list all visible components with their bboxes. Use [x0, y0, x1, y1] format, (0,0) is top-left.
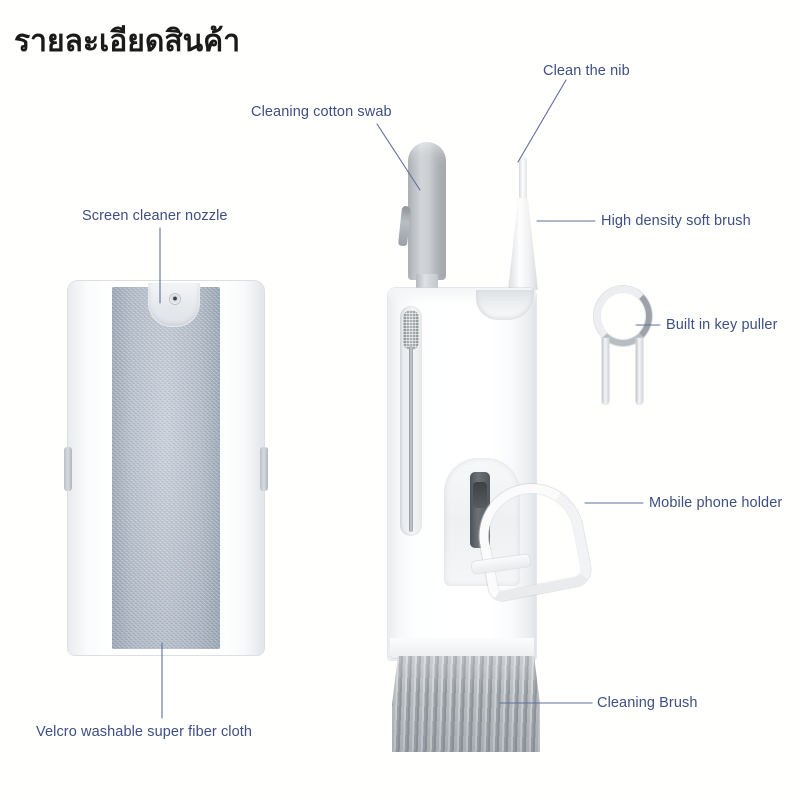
bottle-rail-right — [222, 281, 264, 655]
callout-label-cleaning-cotton-swab: Cleaning cotton swab — [251, 104, 392, 120]
nib-cone — [508, 198, 538, 290]
callout-label-velcro-cloth: Velcro washable super fiber cloth — [36, 724, 253, 740]
bottle-rail-left — [68, 281, 110, 655]
side-grip-tab-left — [64, 447, 72, 491]
cleaning-brush-bristles — [392, 656, 540, 752]
multifunction-cleaning-pen — [380, 140, 610, 752]
microfiber-cloth-panel — [112, 287, 220, 649]
callout-label-clean-the-nib: Clean the nib — [543, 63, 630, 79]
key-puller-prong-right — [636, 338, 643, 404]
key-puller-prong-left — [602, 338, 609, 404]
slot-brush-head — [403, 310, 419, 350]
nozzle-housing — [148, 283, 200, 327]
spray-nozzle-icon — [170, 294, 180, 304]
nib-shaft — [519, 156, 527, 204]
phone-holder-dark-slot — [470, 472, 490, 548]
callout-label-high-density-soft-brush: High density soft brush — [601, 213, 751, 229]
slot-brush-stem — [409, 346, 413, 532]
screen-cleaner-spray-bottle — [64, 281, 268, 655]
page-title: รายละเอียดสินค้า — [14, 25, 241, 58]
cleaning-cotton-swab-part — [408, 142, 446, 280]
nib-cleaning-tool — [508, 156, 538, 290]
callout-label-mobile-phone-holder: Mobile phone holder — [649, 495, 783, 511]
key-puller-ring — [592, 286, 662, 406]
callout-label-screen-cleaner-nozzle: Screen cleaner nozzle — [82, 208, 228, 224]
key-puller-ring-loop — [594, 286, 652, 346]
callout-label-built-in-key-puller: Built in key puller — [666, 317, 778, 333]
side-grip-tab-right — [260, 447, 268, 491]
callout-label-cleaning-brush: Cleaning Brush — [597, 695, 698, 711]
pen-body-bottom-lip — [390, 638, 534, 658]
